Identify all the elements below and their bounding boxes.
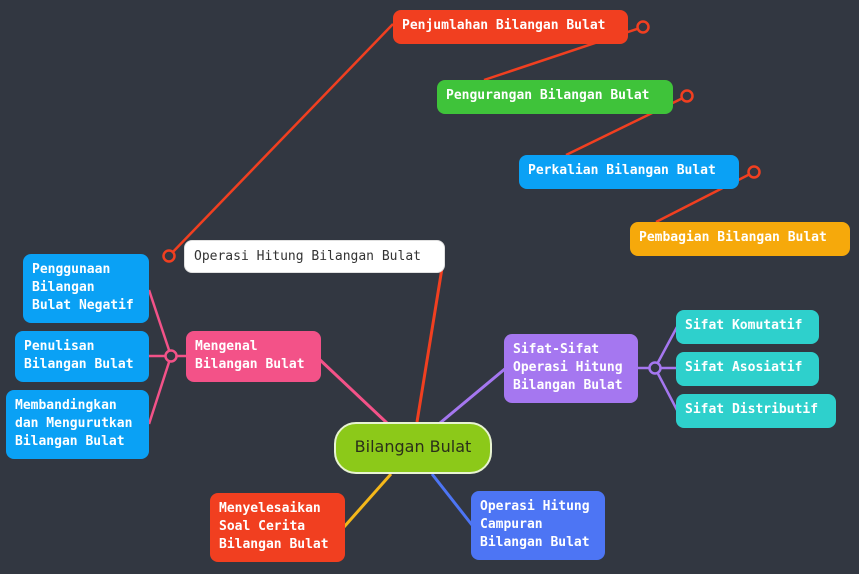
- link-root-sifat: [439, 366, 507, 425]
- soal-cerita-node[interactable]: Menyelesaikan Soal Cerita Bilangan Bulat: [210, 493, 345, 562]
- penulisan-node[interactable]: Penulisan Bilangan Bulat: [15, 331, 149, 382]
- sifat-distributif-node[interactable]: Sifat Distributif: [676, 394, 836, 428]
- link-mengenal-penggunaan: [147, 289, 173, 357]
- collapse-handle[interactable]: [164, 349, 178, 363]
- link-mengenal-membandingkan: [147, 355, 173, 425]
- perkalian-node[interactable]: Perkalian Bilangan Bulat: [519, 155, 739, 189]
- sifat-sifat-node[interactable]: Sifat-Sifat Operasi Hitung Bilangan Bula…: [504, 334, 638, 403]
- sifat-asosiatif-node[interactable]: Sifat Asosiatif: [676, 352, 819, 386]
- operasi-hitung-node[interactable]: Operasi Hitung Bilangan Bulat: [184, 240, 445, 273]
- operasi-campuran-node[interactable]: Operasi Hitung Campuran Bilangan Bulat: [471, 491, 605, 560]
- penjumlahan-node[interactable]: Penjumlahan Bilangan Bulat: [393, 10, 628, 44]
- pengurangan-node[interactable]: Pengurangan Bilangan Bulat: [437, 80, 673, 114]
- sifat-komutatif-node[interactable]: Sifat Komutatif: [676, 310, 819, 344]
- collapse-handle[interactable]: [636, 20, 650, 34]
- membandingkan-node[interactable]: Membandingkan dan Mengurutkan Bilangan B…: [6, 390, 149, 459]
- pembagian-node[interactable]: Pembagian Bilangan Bulat: [630, 222, 850, 256]
- collapse-handle[interactable]: [648, 361, 662, 375]
- collapse-handle[interactable]: [162, 249, 176, 263]
- link-operasi-penjumlahan: [168, 23, 394, 257]
- link-root-operasi: [415, 261, 445, 423]
- mengenal-node[interactable]: Mengenal Bilangan Bulat: [186, 331, 321, 382]
- collapse-handle[interactable]: [680, 89, 694, 103]
- root-node[interactable]: Bilangan Bulat: [334, 422, 492, 474]
- collapse-handle[interactable]: [747, 165, 761, 179]
- link-root-mengenal: [316, 356, 389, 425]
- link-sifat-komutatif: [653, 326, 679, 369]
- link-root-campuran: [430, 473, 474, 526]
- link-sifat-distributif: [653, 367, 679, 411]
- link-root-soal: [342, 473, 393, 528]
- penggunaan-node[interactable]: Penggunaan Bilangan Bulat Negatif: [23, 254, 149, 323]
